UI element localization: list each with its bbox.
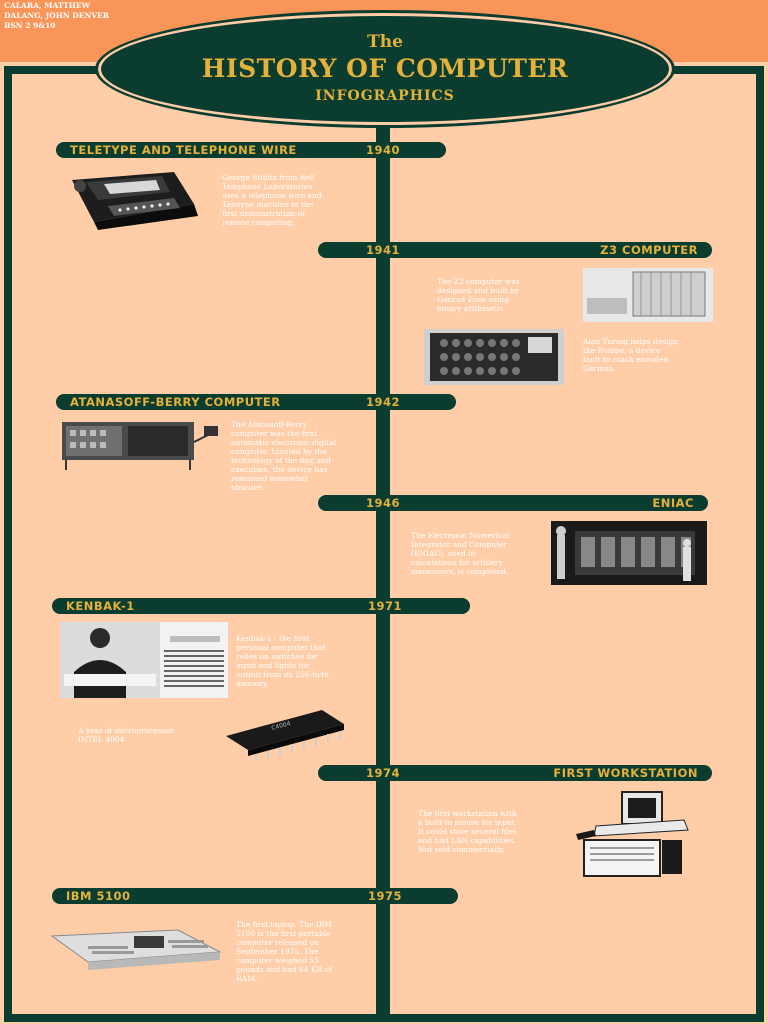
event-name: IBM 5100 bbox=[66, 889, 131, 903]
desc-line: built to crack encoded bbox=[583, 355, 669, 364]
desc-line: automatic electronic digital bbox=[231, 438, 337, 447]
desc-line: and had LAN capabilities. bbox=[418, 836, 517, 845]
event-description-1971: Kenbak-1 - the first personal computer t… bbox=[236, 634, 329, 688]
event-pill-1940: TELETYPE AND TELEPHONE WIRE 1940 bbox=[56, 142, 446, 158]
desc-line: computer. Limited by the bbox=[231, 447, 327, 456]
page-subtitle: INFOGRAPHICS bbox=[315, 88, 455, 104]
eniac-image bbox=[551, 521, 707, 585]
event-pill-1974: 1974 FIRST WORKSTATION bbox=[318, 765, 712, 781]
desc-line: designed and built by bbox=[437, 286, 520, 295]
desc-line: remote computing. bbox=[222, 218, 295, 227]
desc-line: calculations for artillery bbox=[411, 558, 503, 567]
desc-line: personal computer that bbox=[236, 643, 326, 652]
desc-line: German bbox=[583, 364, 614, 373]
desc-line: output from its 256-byte bbox=[236, 670, 329, 679]
event-year: 1975 bbox=[368, 889, 403, 903]
desc-line: INTEL 4004 bbox=[78, 735, 125, 744]
event-name: TELETYPE AND TELEPHONE WIRE bbox=[70, 143, 297, 157]
desc-line: maneuvers, is completed. bbox=[411, 567, 509, 576]
atanasoff-berry-computer-image bbox=[58, 418, 222, 472]
desc-line: Kenbak-1 - the first bbox=[236, 634, 310, 643]
desc-line: The Atanasoff-Berry bbox=[231, 420, 308, 429]
author-1: CALARA, MATTHEW bbox=[4, 1, 90, 10]
desc-line: technology of the day, and bbox=[231, 456, 331, 465]
desc-line: Gonrad Zuse using bbox=[437, 295, 510, 304]
desc-line: A year of microprocessor bbox=[78, 726, 174, 735]
desc-line: uses a telephone wire and bbox=[222, 191, 322, 200]
svg-text:C4004: C4004 bbox=[271, 720, 292, 732]
desc-line: 5100 is the first portable bbox=[236, 929, 331, 938]
event-pill-1942: ATANASOFF-BERRY COMPUTER 1942 bbox=[56, 394, 456, 410]
title-the: The bbox=[367, 32, 403, 52]
bombe-machine-image bbox=[424, 329, 564, 385]
event-name: Z3 COMPUTER bbox=[600, 243, 698, 257]
event-name: KENBAK-1 bbox=[66, 599, 135, 613]
desc-line: George Stibitz from Bell bbox=[222, 173, 315, 182]
event-description-1975: The first laptop. The IBM 5100 is the fi… bbox=[236, 920, 332, 983]
event-pill-1975: IBM 5100 1975 bbox=[52, 888, 458, 904]
timeline-spine bbox=[376, 126, 390, 1022]
desc-line: Integrator and Computer bbox=[411, 540, 508, 549]
z3-computer-image bbox=[583, 268, 713, 322]
desc-line: The first workstation with bbox=[418, 809, 517, 818]
desc-line: The Z3 computer was bbox=[437, 277, 520, 286]
desc-line: remained somewhat bbox=[231, 474, 309, 483]
desc-line: Teletype machine in the bbox=[222, 200, 314, 209]
desc-line: pounds and had 64 KB of bbox=[236, 965, 332, 974]
desc-line: It could store several files bbox=[418, 827, 517, 836]
event-description-1941: The Z3 computer was designed and built b… bbox=[437, 277, 520, 313]
event-description-1942: The Atanasoff-Berry computer was the fir… bbox=[231, 420, 336, 492]
desc-line: The first laptop. The IBM bbox=[236, 920, 333, 929]
desc-line: (ENIAC), used in bbox=[411, 549, 476, 558]
event-description-1940: George Stibitz from Bell Telephone Labor… bbox=[222, 173, 322, 227]
teletype-machine-image bbox=[64, 166, 204, 232]
workstation-image bbox=[574, 788, 690, 882]
event-pill-1946: 1946 ENIAC bbox=[318, 495, 708, 511]
desc-line: obscure. bbox=[231, 483, 264, 492]
desc-line: computer was the first bbox=[231, 429, 318, 438]
author-2: DALANG, JOHN DENVER bbox=[4, 11, 110, 20]
desc-line: input and lights for bbox=[236, 661, 310, 670]
event-description-intel-4004: A year of microprocessor INTEL 4004 bbox=[78, 726, 174, 744]
desc-line: The Electronic Numerical bbox=[411, 531, 510, 540]
author-credits: CALARA, MATTHEW DALANG, JOHN DENVER BSN … bbox=[4, 1, 109, 31]
event-year: 1974 bbox=[366, 766, 401, 780]
page-title: HISTORY OF COMPUTER bbox=[201, 54, 569, 83]
event-year: 1946 bbox=[366, 496, 401, 510]
event-name: ENIAC bbox=[652, 496, 694, 510]
event-description-1974: The first workstation with a built-in mo… bbox=[418, 809, 517, 854]
event-pill-1971: KENBAK-1 1971 bbox=[52, 598, 470, 614]
event-year: 1941 bbox=[366, 243, 401, 257]
event-year: 1942 bbox=[366, 395, 401, 409]
desc-line: Telephone Laboratories bbox=[222, 182, 313, 191]
event-year: 1940 bbox=[366, 143, 401, 157]
desc-line: computer released on bbox=[236, 938, 320, 947]
desc-line: Not sold commercially. bbox=[418, 845, 505, 854]
desc-line: Alan Turing helps design bbox=[583, 337, 679, 346]
kenbak-1-image bbox=[60, 622, 228, 698]
event-year: 1971 bbox=[368, 599, 403, 613]
title-banner: The HISTORY OF COMPUTER INFOGRAPHICS bbox=[95, 10, 675, 128]
desc-line: the Bombe, a device bbox=[583, 346, 661, 355]
event-pill-1941: 1941 Z3 COMPUTER bbox=[318, 242, 712, 258]
section-label: BSN 2 9&10 bbox=[4, 21, 56, 30]
event-name: FIRST WORKSTATION bbox=[553, 766, 698, 780]
ibm-5100-image bbox=[48, 926, 224, 972]
event-description-1946: The Electronic Numerical Integrator and … bbox=[411, 531, 509, 576]
desc-line: execution, the device has bbox=[231, 465, 328, 474]
intel-4004-chip-image: C4004 bbox=[222, 706, 348, 764]
event-name: ATANASOFF-BERRY COMPUTER bbox=[70, 395, 281, 409]
desc-line: a built-in mouse for input. bbox=[418, 818, 518, 827]
desc-line: memory. bbox=[236, 679, 269, 688]
desc-line: first demonstration of bbox=[222, 209, 305, 218]
desc-line: RAM. bbox=[236, 974, 258, 983]
desc-line: relies on switches for bbox=[236, 652, 318, 661]
event-description-1941-bombe: Alan Turing helps design the Bombe, a de… bbox=[583, 337, 678, 373]
desc-line: binary arithmetic bbox=[437, 304, 504, 313]
desc-line: computer weighed 55 bbox=[236, 956, 319, 965]
desc-line: September 1975. The bbox=[236, 947, 319, 956]
